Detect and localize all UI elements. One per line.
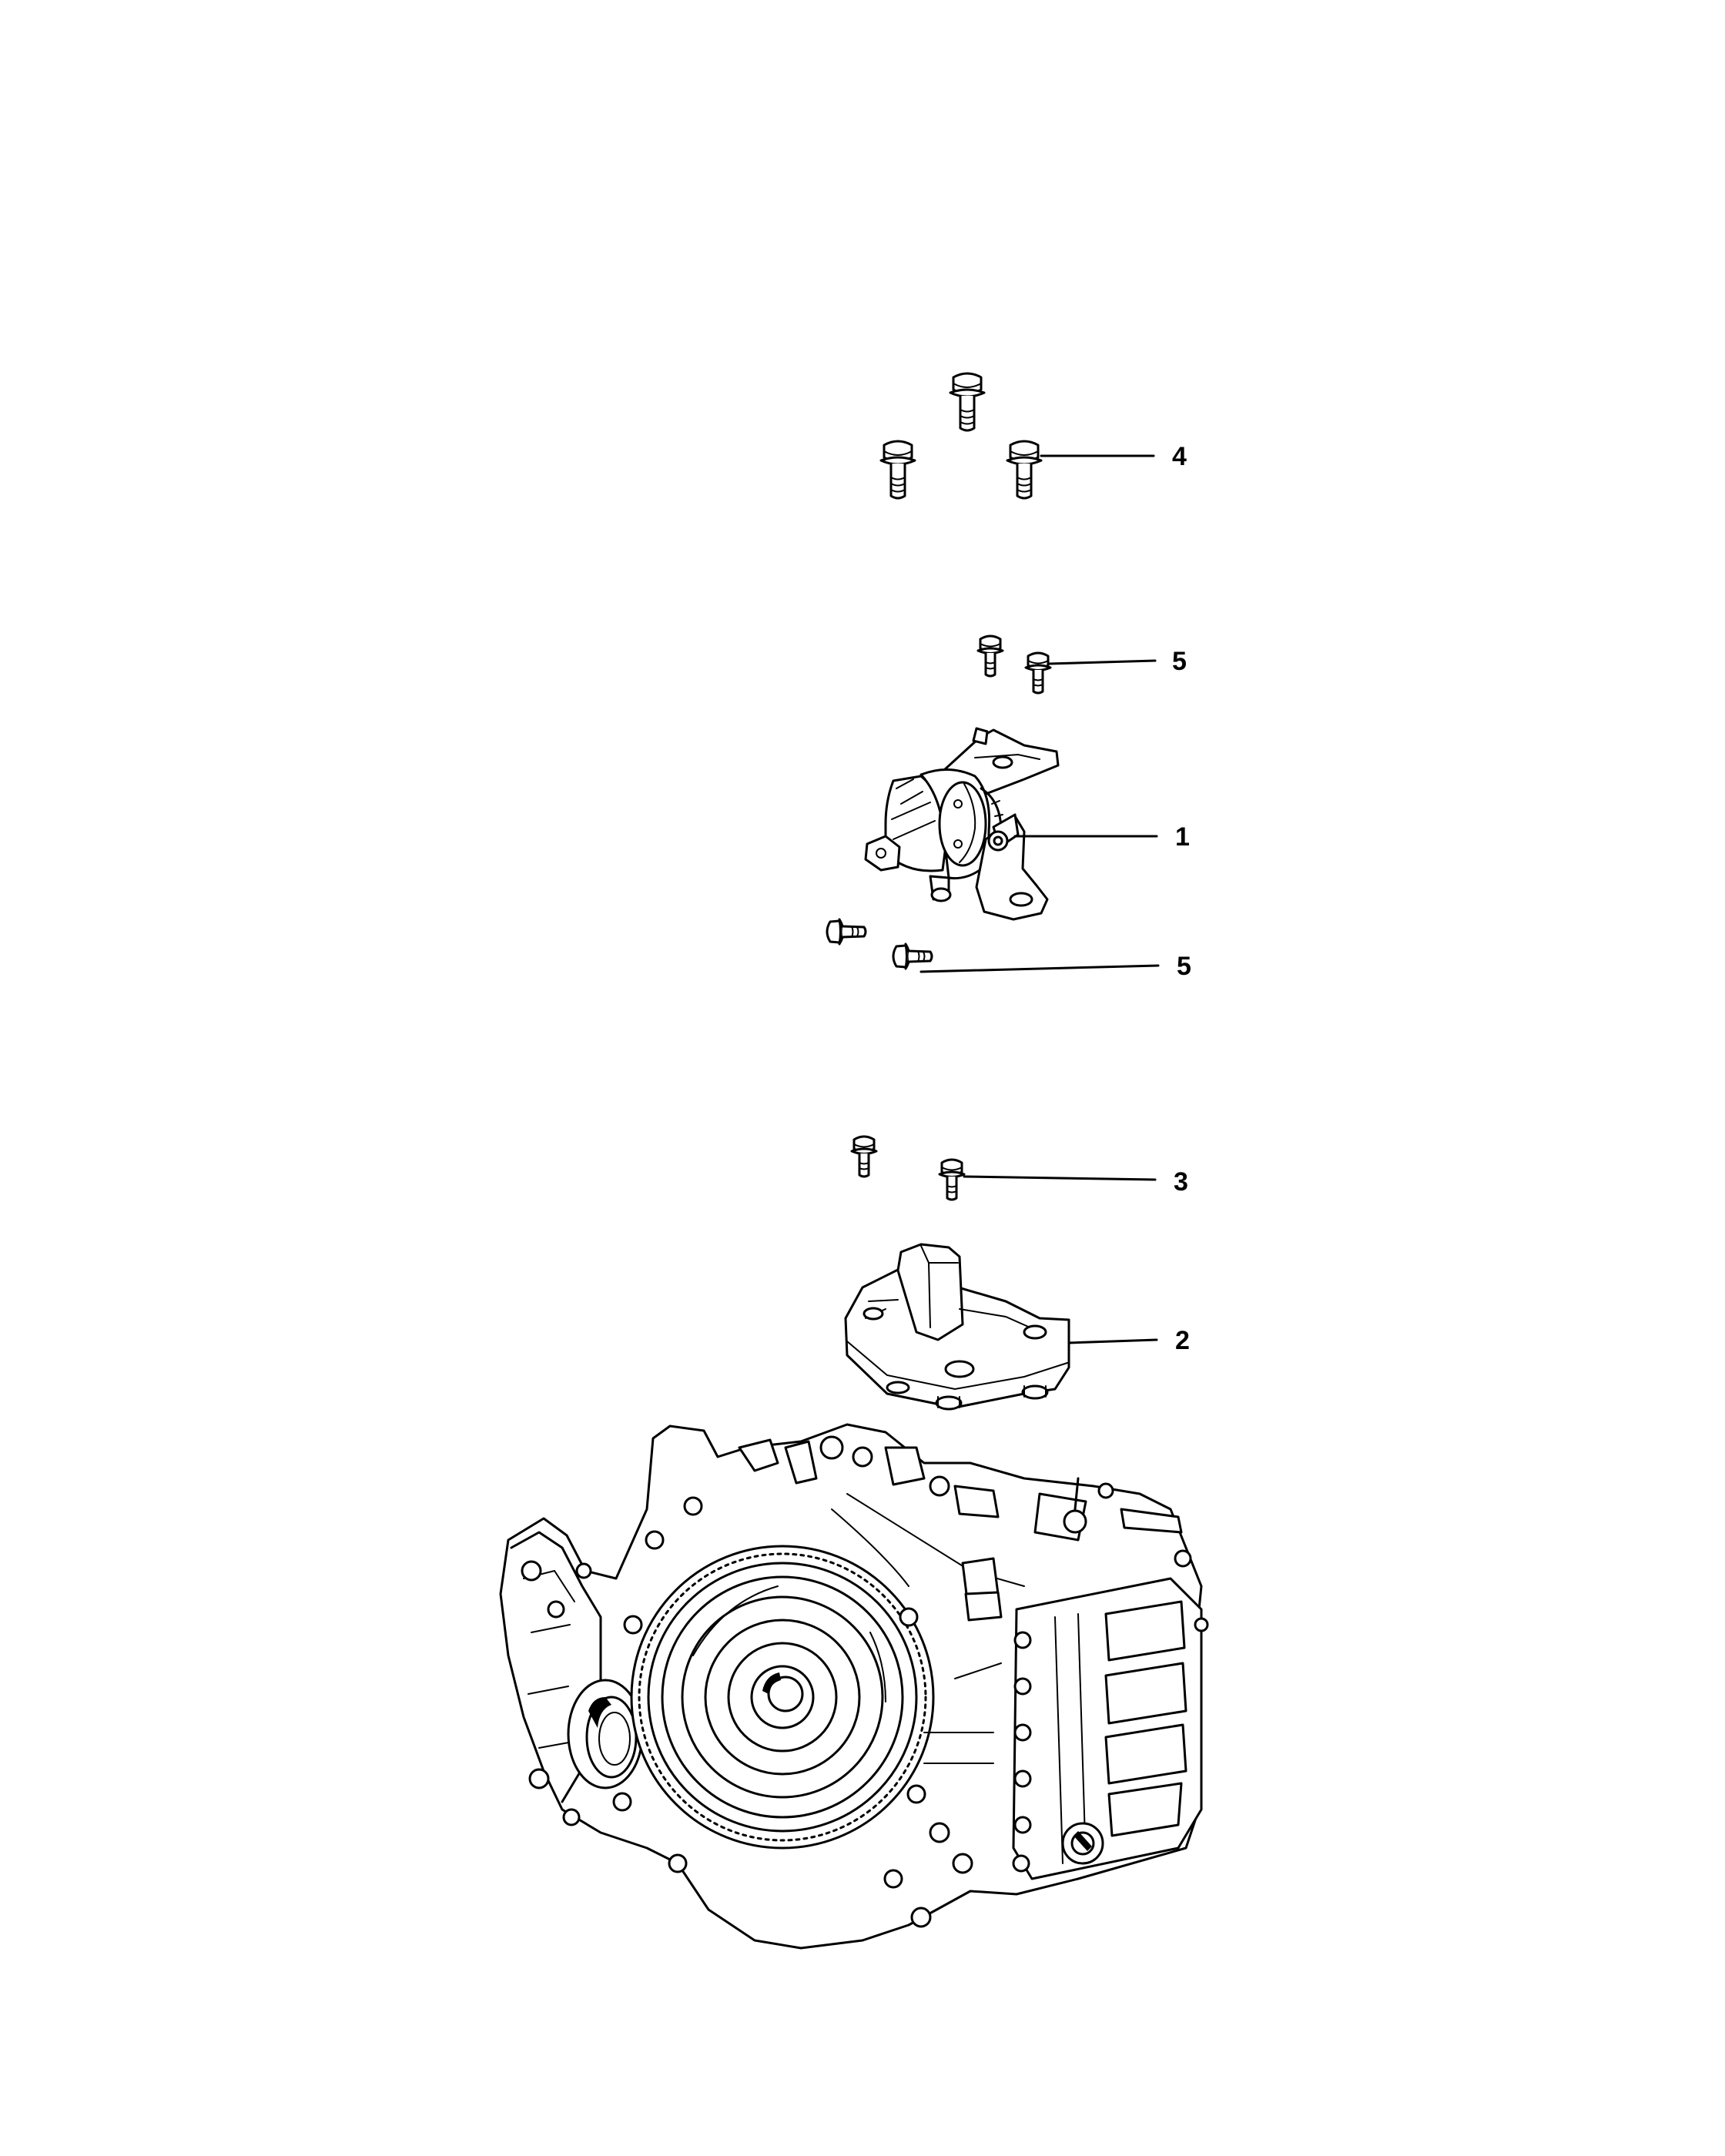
leader-line-2	[1067, 1338, 1158, 1344]
bolt-icon	[850, 1135, 878, 1178]
bolt-icon	[1024, 651, 1052, 695]
bolt-icon	[1006, 440, 1043, 500]
bolt-icon	[879, 440, 916, 500]
mount-bolts-upper[interactable]	[879, 372, 1043, 500]
bracket-bolts[interactable]	[850, 1135, 966, 1201]
bolt-icon	[949, 372, 986, 432]
callout-5-top: 5	[1172, 647, 1187, 676]
callout-1: 1	[1175, 822, 1190, 852]
callout-3: 3	[1174, 1167, 1188, 1197]
leader-line-5-top	[1047, 659, 1157, 665]
transmission-mount[interactable]	[864, 727, 1060, 921]
bolt-icon	[892, 942, 933, 970]
bolt-icon	[938, 1158, 966, 1201]
leader-line-5-bottom	[919, 964, 1160, 973]
leader-line-3	[963, 1175, 1157, 1181]
mount-bolts-small-top[interactable]	[976, 634, 1052, 695]
mount-bracket[interactable]	[844, 1243, 1070, 1411]
callout-5-bottom: 5	[1177, 952, 1191, 981]
bolt-icon	[826, 918, 867, 946]
transmission-assembly	[499, 1423, 1209, 1950]
callout-2: 2	[1175, 1326, 1190, 1355]
bolt-icon	[976, 634, 1004, 678]
callout-4: 4	[1172, 442, 1187, 471]
mount-bolts-small-bottom[interactable]	[826, 918, 933, 970]
